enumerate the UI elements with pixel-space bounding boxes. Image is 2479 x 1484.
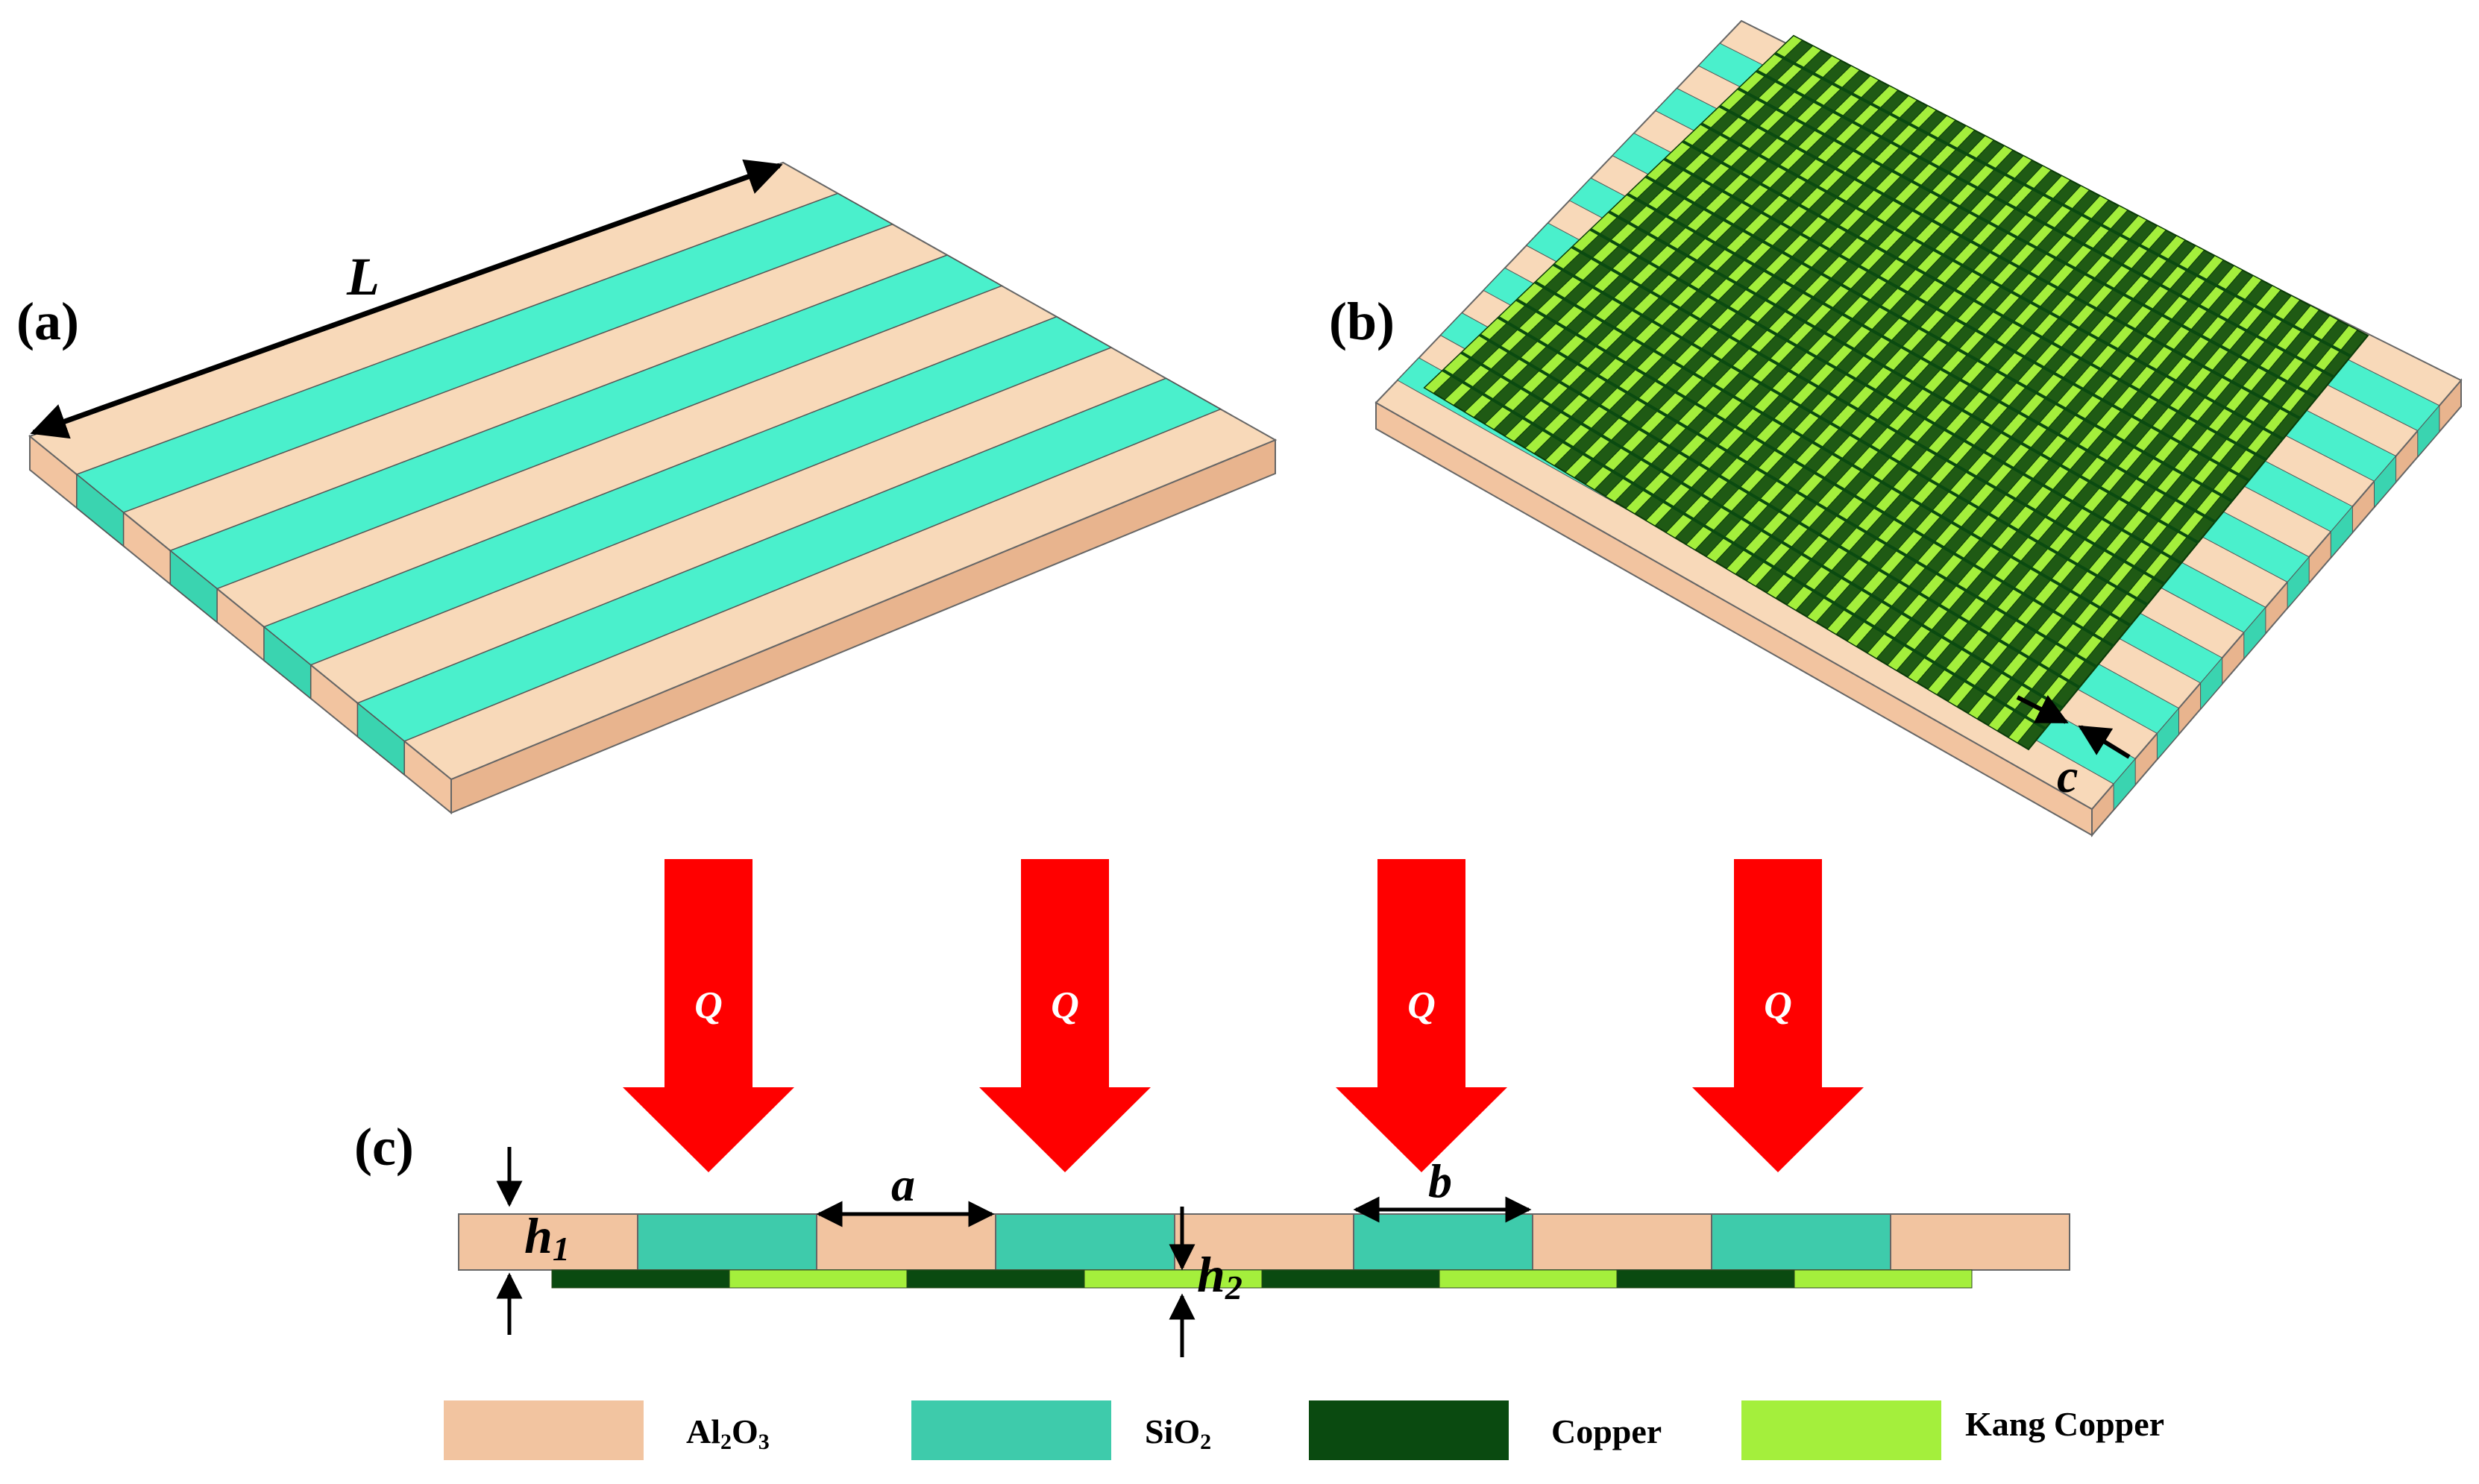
copper-segment-line [1479,333,2081,689]
heat-flux-arrow [1692,859,1864,1172]
dimension-arrow-c-right [2078,725,2131,759]
kang-copper-layer [1439,1269,1618,1289]
copper-segment-line [1553,263,2149,606]
al2o3-block [816,1213,996,1271]
stripe-a-side [356,702,405,776]
legend-item-al2o3: Al2O3 [444,1400,770,1460]
legend-item-copper: Copper [1309,1400,1662,1460]
sio2-block [1711,1213,1891,1271]
copper-segment-line [1774,51,2352,358]
copper-segment-line [1460,351,2064,710]
al2o3-block [458,1213,638,1271]
legend-swatch-copper [1309,1400,1509,1460]
panel-c-label: (c) [354,1117,414,1177]
stripe-b-side [2113,758,2136,811]
thermocouple-array [1423,34,2369,751]
panel-b: (b) c [1329,19,2463,837]
legend-item-sio2: SiO2 [911,1400,1211,1460]
legend-swatch-sio2 [911,1400,1111,1460]
stripe-b-side [2200,656,2223,711]
copper-layer [551,1269,730,1289]
copper-segment-line [1627,192,2216,524]
heat-flux-arrow [979,859,1151,1172]
copper-segment-line [1608,210,2199,544]
copper-segment-line [1700,122,2284,441]
panel-a-label: (a) [16,292,79,351]
kang-copper-layer [729,1269,908,1289]
heat-flux-label: Q [1764,984,1792,1027]
dimension-c-label: c [2057,749,2078,802]
heat-flux-label: Q [1407,984,1436,1027]
copper-segment-line [1534,280,2131,627]
stripe-b-side [2287,556,2310,609]
copper-layer [906,1269,1085,1289]
copper-layer [1261,1269,1440,1289]
dimension-h2-label: h2 [1197,1246,1242,1307]
sio2-block [995,1213,1175,1271]
copper-segment-line [1663,157,2250,482]
legend-swatch-kang-copper [1741,1400,1941,1460]
stripe-b-side [2243,606,2266,660]
stripe-a-side [263,626,312,700]
dimension-b-label: b [1428,1154,1452,1207]
copper-segment-line [1589,227,2182,565]
copper-segment-line [1756,69,2335,379]
dimension-a-label: a [891,1158,915,1211]
copper-segment-line [1682,139,2267,462]
heat-flux-label: Q [1051,984,1079,1027]
kang-copper-layer [1794,1269,1973,1289]
cross-section [458,1213,2070,1289]
panel-b-label: (b) [1329,292,1395,351]
copper-segment-line [1737,87,2318,400]
stripe-a-side [169,549,218,623]
stripe-b-side [2417,404,2440,458]
dimension-arrow-L [30,159,783,439]
legend-item-kang-copper: Kang Copper [1741,1400,2164,1460]
dimension-arrow-c-left [2016,695,2069,724]
legend-label-kang-copper: Kang Copper [1965,1405,2164,1443]
al2o3-block [1174,1213,1354,1271]
heat-flux-arrow [623,859,794,1172]
al2o3-block [1532,1213,1712,1271]
legend-label-al2o3: Al2O3 [686,1412,770,1454]
stripe-b-side [2330,505,2353,559]
copper-segment-line [1515,298,2114,648]
legend-label-sio2: SiO2 [1145,1412,1211,1454]
stripe-b-side [2156,707,2179,761]
heat-flux-label: Q [694,984,723,1027]
copper-segment-line [1719,104,2301,420]
copper-segment-line [1442,368,2046,731]
dimension-L-label: L [346,247,380,306]
sio2-block [637,1213,817,1271]
legend-swatch-al2o3 [444,1400,644,1460]
legend: Al2O3 SiO2 Copper Kang Copper [444,1400,2164,1460]
al2o3-block [1890,1213,2070,1271]
sio2-block [1353,1213,1533,1271]
copper-segment-line [1571,245,2165,585]
panel-a: (a) L [16,159,1278,815]
copper-segment-line [1497,315,2098,668]
stripe-a-side [76,473,125,547]
panel-c: (c) h1 a b h2 [354,1117,2070,1357]
legend-label-copper: Copper [1551,1412,1662,1450]
dimension-h1-label: h1 [524,1207,570,1268]
copper-segment-line [1645,175,2233,503]
heat-flux-arrow [1336,859,1507,1172]
stripe-b-side [2374,455,2397,509]
copper-layer [1616,1269,1795,1289]
